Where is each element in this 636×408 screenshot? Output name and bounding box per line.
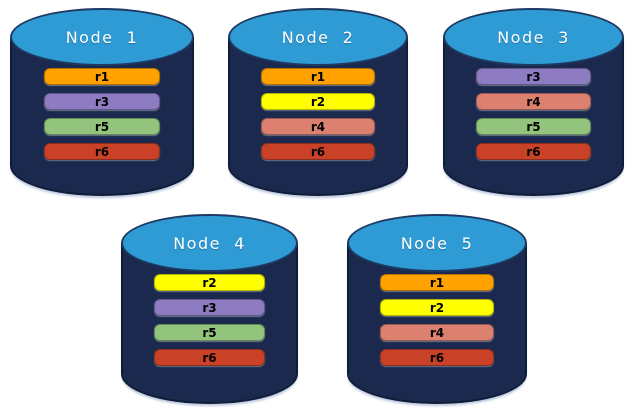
node-label: Node 4 — [173, 233, 246, 253]
node-5-cylinder: Node 5 r1 r2 r4 r6 — [347, 214, 527, 404]
cylinder-top-ellipse: Node 4 — [121, 214, 298, 272]
node-label: Node 3 — [497, 27, 570, 47]
replica-bar-r6: r6 — [153, 349, 266, 366]
node-label: Node 1 — [65, 27, 139, 47]
replica-list: r2 r3 r5 r6 — [121, 274, 298, 366]
replica-bar-r1: r1 — [261, 68, 375, 85]
node-4-cylinder: Node 4 r2 r3 r5 r6 — [121, 214, 298, 404]
replica-bar-r6: r6 — [380, 349, 494, 366]
replica-bar-r4: r4 — [476, 93, 591, 110]
cylinder-top-ellipse: Node 3 — [443, 8, 624, 66]
replica-bar-r2: r2 — [261, 93, 375, 110]
replica-bar-r3: r3 — [153, 299, 266, 316]
replica-bar-r6: r6 — [44, 143, 160, 160]
replica-bar-r3: r3 — [44, 93, 160, 110]
replica-bar-r5: r5 — [153, 324, 266, 341]
replica-list: r1 r2 r4 r6 — [347, 274, 527, 366]
node-3-cylinder: Node 3 r3 r4 r5 r6 — [443, 8, 624, 196]
replica-bar-r6: r6 — [261, 143, 375, 160]
replica-bar-r6: r6 — [476, 143, 591, 160]
replica-bar-r3: r3 — [476, 68, 591, 85]
replica-list: r1 r3 r5 r6 — [10, 68, 194, 160]
replica-bar-r1: r1 — [44, 68, 160, 85]
node-1-cylinder: Node 1 r1 r3 r5 r6 — [10, 8, 194, 196]
node-label: Node 2 — [281, 27, 355, 47]
cylinder-top-ellipse: Node 1 — [10, 8, 194, 66]
node-label: Node 5 — [400, 233, 474, 253]
replica-list: r1 r2 r4 r6 — [228, 68, 408, 160]
replica-bar-r4: r4 — [261, 118, 375, 135]
replica-bar-r4: r4 — [380, 324, 494, 341]
replica-list: r3 r4 r5 r6 — [443, 68, 624, 160]
replica-bar-r5: r5 — [44, 118, 160, 135]
replica-bar-r5: r5 — [476, 118, 591, 135]
replica-bar-r1: r1 — [380, 274, 494, 291]
node-2-cylinder: Node 2 r1 r2 r4 r6 — [228, 8, 408, 196]
replica-bar-r2: r2 — [380, 299, 494, 316]
cylinder-top-ellipse: Node 5 — [347, 214, 527, 272]
cylinder-top-ellipse: Node 2 — [228, 8, 408, 66]
replica-bar-r2: r2 — [153, 274, 266, 291]
